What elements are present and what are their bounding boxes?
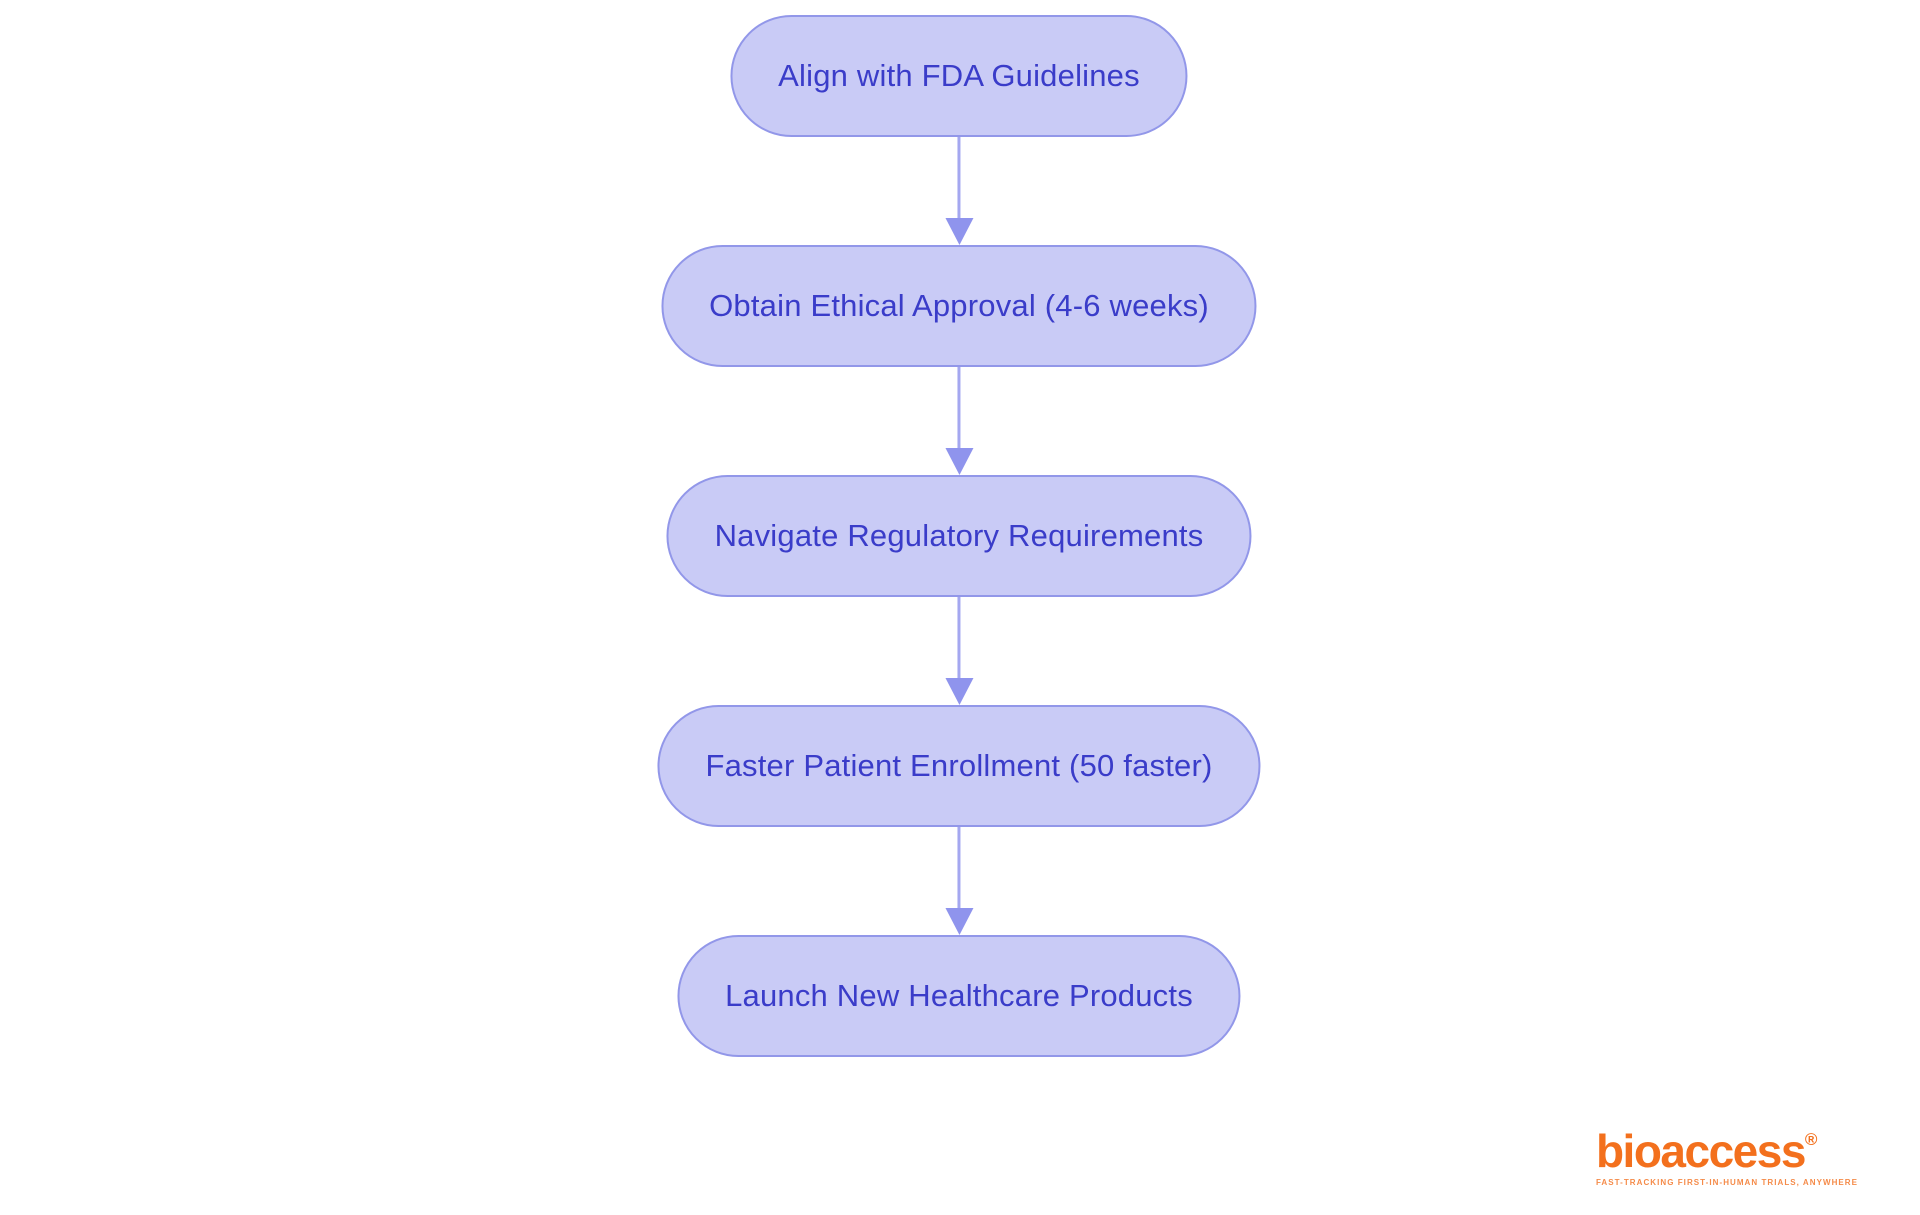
logo-tagline: FAST-TRACKING FIRST-IN-HUMAN TRIALS, ANY… bbox=[1595, 1178, 1858, 1187]
arrow-down-icon bbox=[945, 218, 973, 245]
flow-node-label: Obtain Ethical Approval (4-6 weeks) bbox=[709, 288, 1209, 323]
bioaccess-logo: bioaccess® FAST-TRACKING FIRST-IN-HUMAN … bbox=[1596, 1128, 1858, 1187]
arrow-down-icon bbox=[945, 678, 973, 705]
flow-node-ethical-approval: Obtain Ethical Approval (4-6 weeks) bbox=[661, 245, 1257, 367]
registered-trademark-icon: ® bbox=[1804, 1130, 1818, 1149]
arrow-down-icon bbox=[945, 908, 973, 935]
flow-node-launch-products: Launch New Healthcare Products bbox=[677, 935, 1241, 1057]
flow-node-align-fda-guidelines: Align with FDA Guidelines bbox=[730, 15, 1188, 137]
arrow-shaft bbox=[957, 137, 961, 218]
logo-wordmark: bioaccess® bbox=[1596, 1128, 1858, 1174]
flowchart: Align with FDA Guidelines Obtain Ethical… bbox=[657, 15, 1261, 1057]
flow-node-label: Faster Patient Enrollment (50 faster) bbox=[705, 748, 1213, 783]
flow-node-label: Align with FDA Guidelines bbox=[778, 58, 1140, 93]
flow-arrow-3 bbox=[945, 597, 973, 705]
flow-node-label: Navigate Regulatory Requirements bbox=[714, 518, 1204, 553]
flow-node-patient-enrollment: Faster Patient Enrollment (50 faster) bbox=[657, 705, 1261, 827]
arrow-shaft bbox=[957, 827, 961, 908]
flow-arrow-2 bbox=[945, 367, 973, 475]
arrow-shaft bbox=[957, 367, 961, 448]
flow-node-label: Launch New Healthcare Products bbox=[725, 978, 1193, 1013]
flow-arrow-4 bbox=[945, 827, 973, 935]
logo-brand-text: bioaccess bbox=[1595, 1125, 1806, 1177]
arrow-shaft bbox=[957, 597, 961, 678]
arrow-down-icon bbox=[945, 448, 973, 475]
flow-node-regulatory-requirements: Navigate Regulatory Requirements bbox=[666, 475, 1252, 597]
flow-arrow-1 bbox=[945, 137, 973, 245]
